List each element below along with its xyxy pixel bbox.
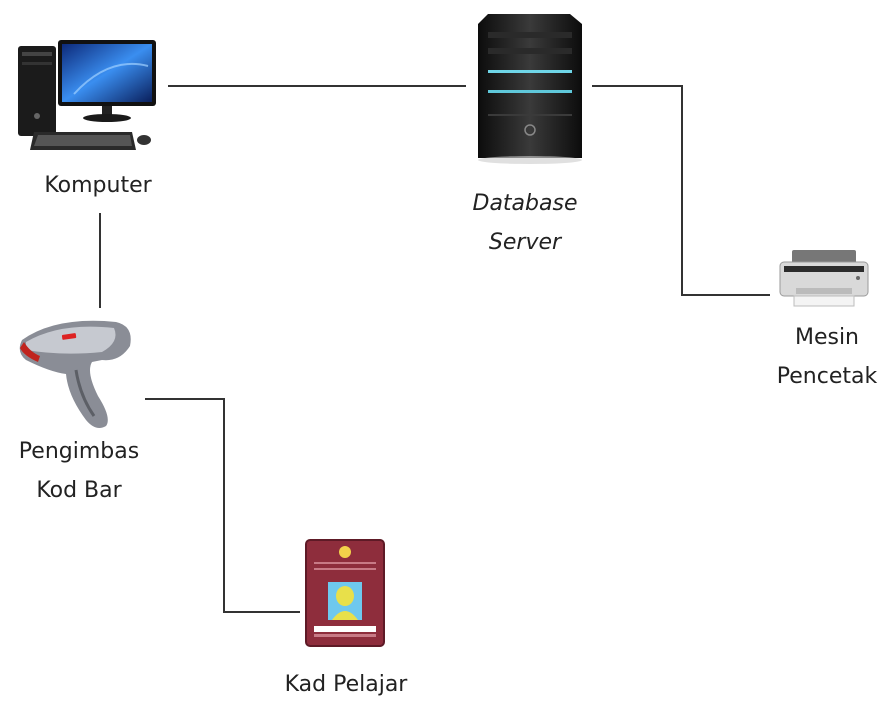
- student-card-icon: [305, 539, 385, 647]
- printer-label-line2: Pencetak: [776, 364, 878, 389]
- printer-node: [774, 244, 874, 314]
- scanner-label-line1: Pengimbas: [18, 439, 140, 464]
- desktop-computer-icon: [18, 40, 156, 150]
- barcode-scanner-icon: [19, 320, 131, 428]
- printer-label-line1: Mesin: [794, 325, 860, 350]
- card-node: [304, 538, 386, 648]
- server-node: [470, 10, 590, 165]
- scanner-label-line2: Kod Bar: [36, 478, 122, 503]
- card-label: Kad Pelajar: [284, 672, 408, 697]
- server-icon: [478, 14, 582, 164]
- server-label-line1: Database: [472, 191, 578, 216]
- line-scanner-card: [145, 398, 300, 613]
- computer-node: [14, 36, 164, 158]
- scanner-node: [16, 312, 146, 432]
- printer-icon: [779, 250, 869, 307]
- line-server-printer: [592, 85, 770, 296]
- computer-label: Komputer: [44, 173, 152, 198]
- server-label-line2: Server: [488, 230, 562, 255]
